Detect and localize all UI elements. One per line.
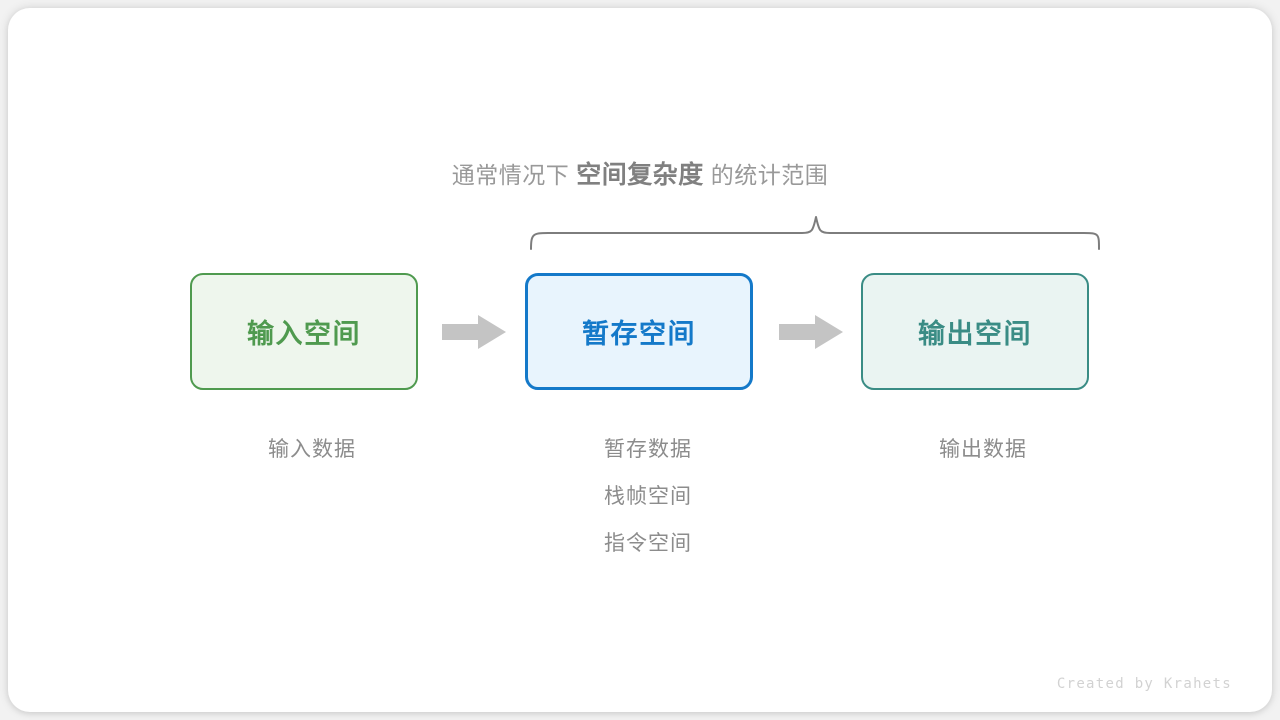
node-temp-space-label: 暂存空间: [582, 319, 696, 349]
scope-brace: [520, 204, 1112, 260]
title-suffix: 的统计范围: [710, 162, 829, 188]
node-temp-space[interactable]: 暂存空间: [525, 273, 753, 390]
flow-arrow-1: [442, 315, 506, 349]
node-output-space-label: 输出空间: [918, 319, 1032, 349]
node-input-space-label: 输入空间: [247, 319, 361, 349]
title-emphasis: 空间复杂度: [576, 161, 704, 189]
diagram-title: 通常情况下空间复杂度的统计范围: [8, 158, 1272, 192]
caption-item: 暂存数据: [604, 438, 692, 461]
diagram-card: 通常情况下空间复杂度的统计范围 输入空间 暂存空间: [8, 8, 1272, 712]
caption-item: 输入数据: [268, 438, 356, 461]
right-arrow-icon: [779, 315, 843, 349]
caption-item: 栈帧空间: [604, 485, 692, 508]
footer-credit: Created by Krahets: [1056, 676, 1232, 692]
title-prefix: 通常情况下: [451, 162, 570, 188]
brace-icon: [530, 216, 1100, 250]
caption-item: 指令空间: [604, 532, 692, 555]
flow-arrow-2: [779, 315, 843, 349]
node-output-space[interactable]: 输出空间: [861, 273, 1089, 390]
node-input-space[interactable]: 输入空间: [190, 273, 418, 390]
caption-group-temp: 暂存数据 栈帧空间 指令空间: [498, 426, 798, 567]
caption-item: 输出数据: [939, 438, 1027, 461]
caption-group-output: 输出数据: [833, 426, 1133, 473]
space-flow: 输入空间 暂存空间 输出空间: [190, 273, 1106, 391]
caption-group-input: 输入数据: [162, 426, 462, 473]
right-arrow-icon: [442, 315, 506, 349]
